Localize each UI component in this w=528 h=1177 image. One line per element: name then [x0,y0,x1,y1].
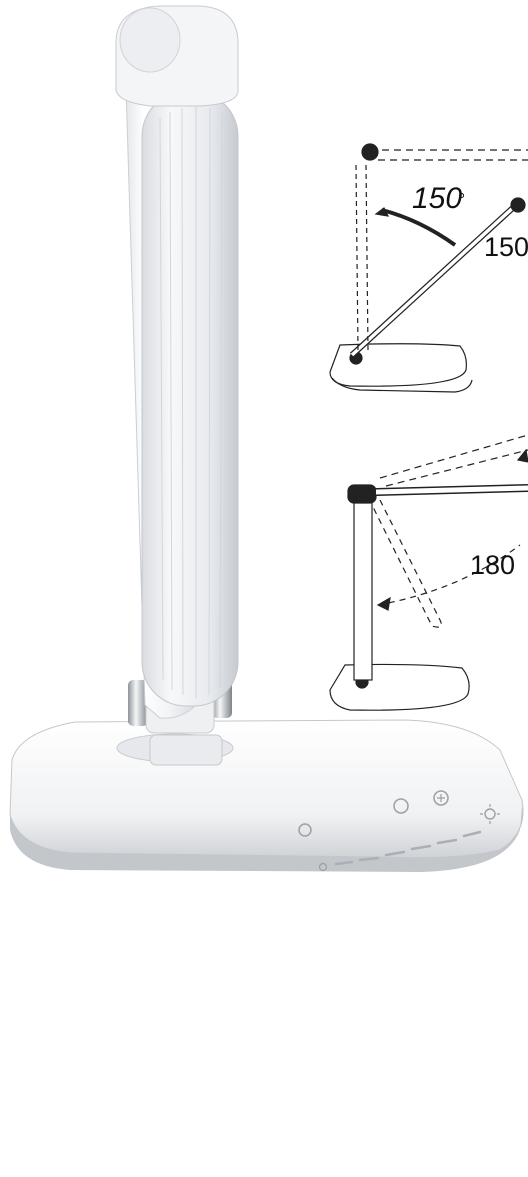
brightness-high-icon[interactable] [480,804,500,824]
brightness-slider[interactable] [334,830,482,866]
brightness-low-icon[interactable] [318,862,328,872]
head-angle-label-top: 150 [484,232,528,262]
control-panel [298,790,500,872]
lamp-head [141,91,239,707]
arm-angle-label: 150 [412,182,463,215]
diagram-arm-rotation [329,143,528,393]
arm-angle-unit: ° [458,190,466,210]
diagram-head-rotation [329,434,528,711]
mode-icon[interactable] [433,790,449,806]
power-icon[interactable] [298,823,312,837]
head-angle-label-bottom: 180 [470,550,516,580]
lamp-top-cap [115,5,239,107]
timer-icon[interactable] [393,798,409,814]
lamp-base [9,719,524,872]
